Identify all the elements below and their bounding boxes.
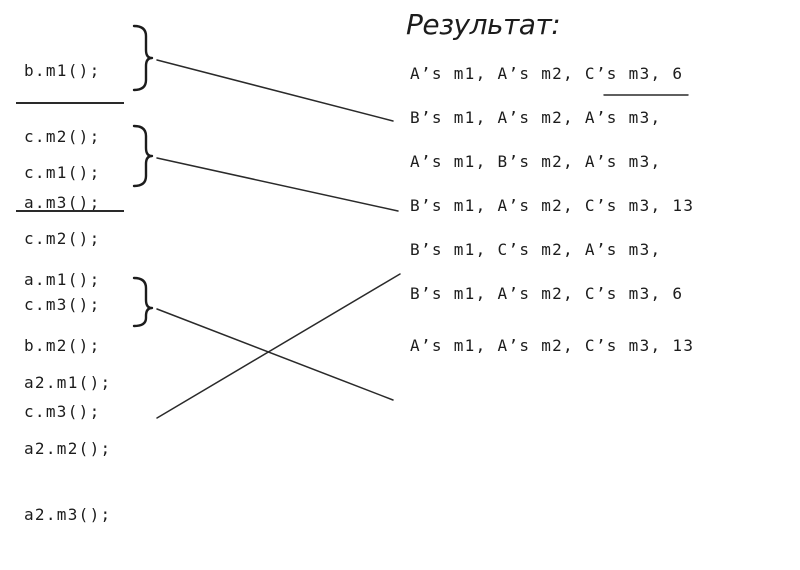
connector-line [156, 273, 401, 419]
code-line: a.m3(); [24, 193, 101, 212]
code-line: b.m1(); [24, 61, 101, 80]
code-line: c.m3(); [24, 402, 101, 421]
diagram: Результат: b.m1(); c.m2(); a.m3(); c.m1(… [16, 8, 695, 524]
result-line-3: A’s m1, B’s m2, A’s m3, [410, 152, 662, 171]
separator-line [16, 210, 124, 212]
code-group-2: c.m1(); c.m2(); c.m3(); [24, 118, 101, 360]
code-line: a2.m1(); [24, 373, 112, 392]
result-line-1: A’s m1, A’s m2, C’s m3, 6 [410, 64, 684, 83]
code-line: c.m2(); [24, 229, 101, 248]
connector-layer [132, 24, 689, 419]
connector-line [156, 157, 399, 212]
brace-icon [132, 276, 154, 328]
result-title: Результат: [406, 8, 561, 41]
code-line: a2.m3(); [24, 505, 112, 524]
code-group-1: b.m1(); c.m2(); a.m3(); [24, 16, 101, 258]
code-group-3: a.m1(); b.m2(); c.m3(); [24, 225, 101, 467]
code-line: a2.m2(); [24, 439, 112, 458]
result-line-4: B’s m1, A’s m2, C’s m3, 13 [410, 196, 695, 215]
code-line: a.m1(); [24, 270, 101, 289]
result-line-2: B’s m1, A’s m2, A’s m3, [410, 108, 662, 127]
result-line-6: B’s m1, A’s m2, C’s m3, 6 [410, 284, 684, 303]
brace-icon [132, 124, 154, 188]
connector-line [156, 59, 394, 122]
code-line: c.m1(); [24, 163, 101, 182]
code-line: c.m2(); [24, 127, 101, 146]
brace-icon [132, 24, 154, 92]
separator-line [16, 102, 124, 104]
connector-line [156, 308, 394, 401]
code-line: c.m3(); [24, 295, 101, 314]
result-line-7: A’s m1, A’s m2, C’s m3, 13 [410, 336, 695, 355]
result-line-5: B’s m1, C’s m2, A’s m3, [410, 240, 662, 259]
code-line: b.m2(); [24, 336, 101, 355]
